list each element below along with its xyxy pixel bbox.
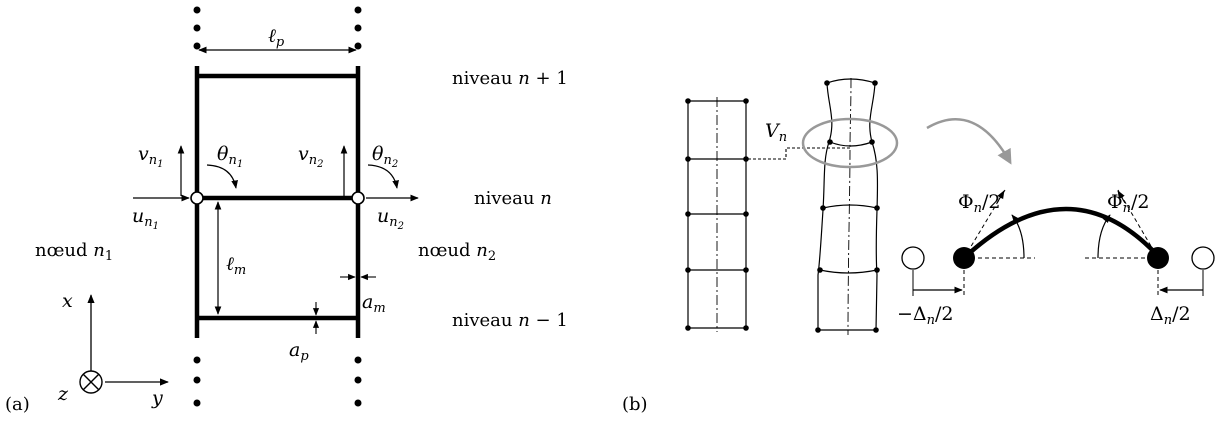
node-n1 — [190, 191, 204, 205]
zoom-detail: Φn/2 Φn/2 −Δn/2 Δn/2 — [897, 189, 1215, 328]
axis-y-label: y — [151, 387, 163, 409]
zoom-ellipse — [801, 117, 899, 169]
theta1-label: θn1 — [217, 143, 243, 170]
panel-b-tag: (b) — [622, 394, 648, 415]
zoom-arrow — [926, 118, 1012, 165]
deformed-nodes — [815, 80, 880, 333]
theta1-arrow — [206, 164, 238, 189]
level-lower-label: niveau n − 1 — [452, 310, 568, 331]
phi-right-arc — [1097, 214, 1111, 259]
shear-label: Vn — [765, 120, 787, 145]
v1-label: vn1 — [138, 143, 163, 170]
u2-label: un2 — [377, 205, 404, 232]
level-upper-label: niveau n + 1 — [452, 68, 568, 89]
undeformed-nodes — [685, 98, 749, 331]
original-node-left — [901, 246, 925, 270]
axis-x-label: x — [62, 290, 73, 312]
deformed-centerline — [847, 77, 852, 336]
u1-label: un1 — [132, 205, 159, 232]
lm-label: ℓm — [226, 253, 246, 278]
am-label: am — [362, 291, 386, 316]
panel-a: ℓp ℓm am ap vn1 θn1 — [5, 6, 568, 415]
ap-label: ap — [289, 339, 309, 364]
delta-left-label: −Δn/2 — [897, 303, 954, 328]
level-middle-label: niveau n — [474, 188, 552, 209]
shear-offset-line — [748, 147, 852, 160]
node-n1-label: nœud n1 — [35, 240, 113, 264]
original-node-right — [1191, 246, 1215, 270]
theta2-label: θn2 — [372, 143, 398, 170]
phi-left-label: Φn/2 — [958, 191, 1000, 216]
continuation-dots — [193, 6, 362, 407]
deformed-column — [817, 77, 879, 336]
coordinate-axes: x y z — [57, 290, 169, 409]
delta-right-label: Δn/2 — [1150, 303, 1191, 328]
v2-label: vn2 — [298, 143, 323, 170]
lp-label: ℓp — [268, 25, 285, 50]
node-n2 — [351, 191, 365, 205]
frame-structure — [194, 66, 361, 338]
panel-a-tag: (a) — [5, 394, 30, 415]
axis-z-label: z — [57, 383, 69, 405]
theta2-arrow — [367, 164, 399, 189]
panel-b: Vn — [622, 77, 1215, 415]
undeformed-column — [687, 97, 747, 332]
phi-left-arc — [1011, 214, 1025, 259]
bent-floor — [962, 206, 1162, 260]
phi-right-label: Φn/2 — [1107, 191, 1149, 216]
node-n2-label: nœud n2 — [418, 240, 496, 264]
